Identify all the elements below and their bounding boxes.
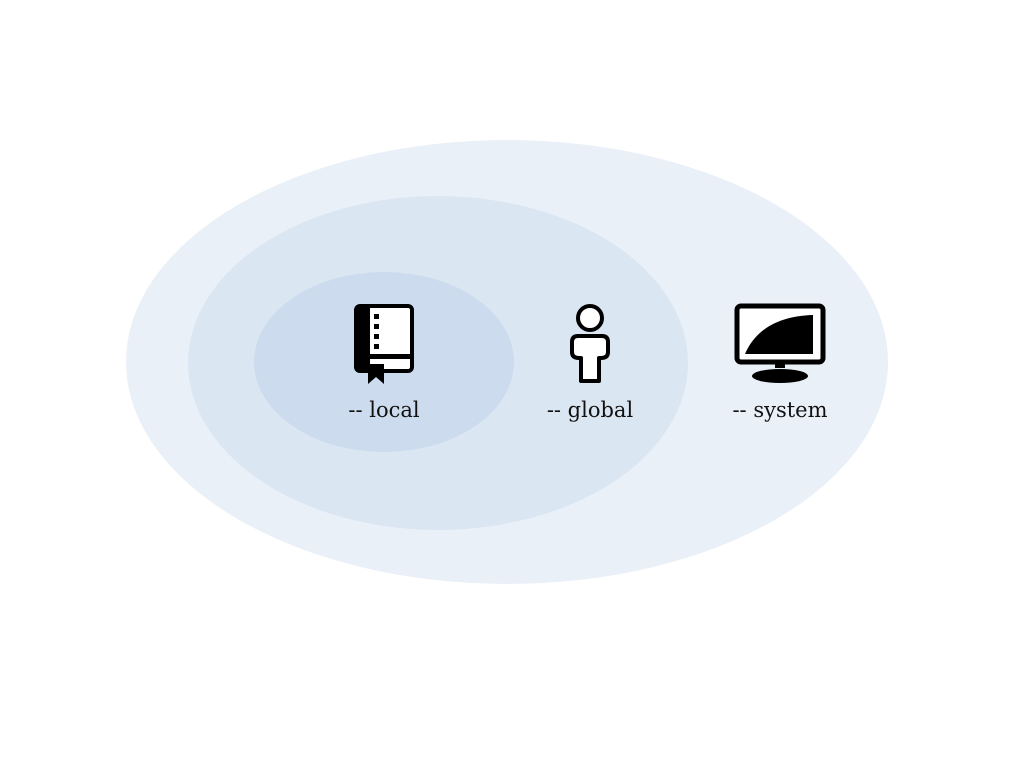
repository-book-icon <box>354 304 414 384</box>
monitor-icon <box>734 303 826 383</box>
global-scope-label: -- global <box>547 398 634 422</box>
local-scope-label: -- local <box>348 398 420 422</box>
system-scope-label: -- system <box>732 398 827 422</box>
person-icon <box>570 304 610 383</box>
